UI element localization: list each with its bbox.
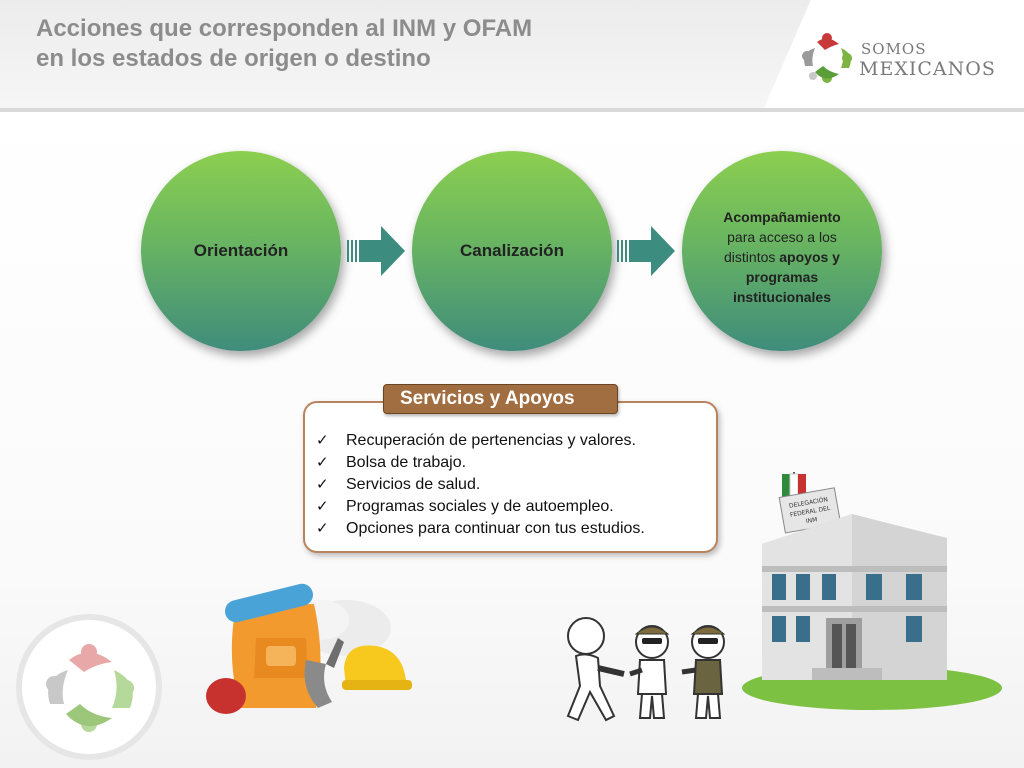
people-greeting-icon <box>566 617 726 722</box>
services-panel <box>303 401 718 553</box>
checkmark-icon: ✓ <box>316 432 329 449</box>
arrow-right-icon <box>347 226 405 276</box>
building-sign-line-3: INM <box>805 516 817 525</box>
backpack-gear-icon <box>206 583 412 714</box>
logo-people-icon <box>802 33 852 83</box>
list-item: ✓ Recuperación de pertenencias y valores. <box>316 430 645 452</box>
list-item: ✓ Servicios de salud. <box>316 474 645 496</box>
service-label: Opciones para continuar con tus estudios… <box>346 520 645 537</box>
inm-building-icon: DELEGACIÓN FEDERAL DEL INM <box>742 472 1002 710</box>
checkmark-icon: ✓ <box>316 476 329 493</box>
step-acompanamiento-text: Acompañamiento para acceso a los distint… <box>702 207 862 307</box>
service-label: Programas sociales y de autoempleo. <box>346 498 614 515</box>
service-label: Bolsa de trabajo. <box>346 454 467 471</box>
step-acompanamiento-body: para acceso a los distintos <box>724 229 837 265</box>
step-acompanamiento-circle: Acompañamiento para acceso a los distint… <box>682 151 882 351</box>
list-item: ✓ Programas sociales y de autoempleo. <box>316 496 645 518</box>
checkmark-icon: ✓ <box>316 520 329 537</box>
services-heading: Servicios y Apoyos <box>383 384 618 414</box>
step-acompanamiento-title: Acompañamiento <box>723 209 841 225</box>
service-label: Recuperación de pertenencias y valores. <box>346 432 636 449</box>
step-acompanamiento-emphasis: apoyos y programas institucionales <box>732 249 840 305</box>
step-orientacion-circle: Orientación <box>141 151 341 351</box>
logo-text-somos: SOMOS <box>861 40 927 58</box>
step-orientacion-label: Orientación <box>193 241 289 260</box>
services-list: ✓ Recuperación de pertenencias y valores.… <box>316 430 645 540</box>
step-canalizacion-circle: Canalización <box>412 151 612 351</box>
checkmark-icon: ✓ <box>316 454 329 471</box>
title-line-1: Acciones que corresponden al INM y OFAM <box>36 15 533 42</box>
checkmark-icon: ✓ <box>316 498 329 515</box>
title-line-2: en los estados de origen o destino <box>36 45 431 72</box>
list-item: ✓ Bolsa de trabajo. <box>316 452 645 474</box>
watermark-logo-icon <box>16 614 162 760</box>
arrow-right-icon <box>617 226 675 276</box>
logo-text-mexicanos: MEXICANOS <box>859 58 996 80</box>
step-canalizacion-label: Canalización <box>460 241 564 260</box>
service-label: Servicios de salud. <box>346 476 481 493</box>
list-item: ✓ Opciones para continuar con tus estudio… <box>316 518 645 540</box>
somos-mexicanos-logo: SOMOS MEXICANOS <box>795 26 1000 92</box>
page-title: Acciones que corresponden al INM y OFAM … <box>36 14 532 74</box>
